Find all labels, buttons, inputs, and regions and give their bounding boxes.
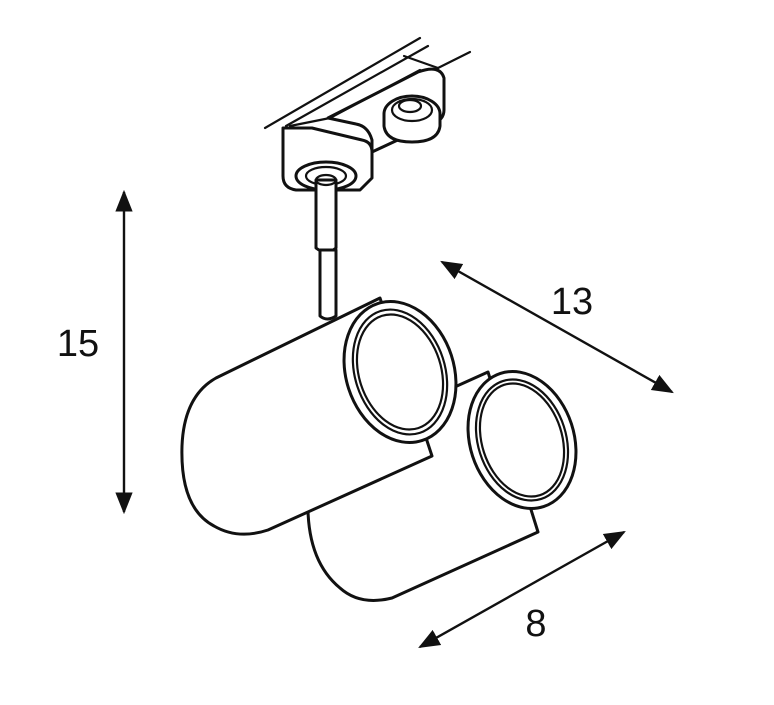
length-dimension-line [440, 260, 674, 394]
length-dimension-label: 13 [551, 281, 593, 323]
spot-cylinder-front [180, 296, 458, 536]
adapter-knob [382, 94, 442, 144]
width-dimension-label: 8 [525, 603, 546, 645]
track-rail [263, 36, 472, 130]
height-dimension-label: 15 [57, 323, 99, 365]
width-dimension: 8 [418, 530, 626, 649]
stem [314, 173, 338, 321]
width-dimension-line [418, 530, 626, 649]
length-dimension: 13 [440, 260, 674, 394]
height-dimension: 15 [57, 189, 133, 515]
track-adapter [281, 67, 446, 192]
